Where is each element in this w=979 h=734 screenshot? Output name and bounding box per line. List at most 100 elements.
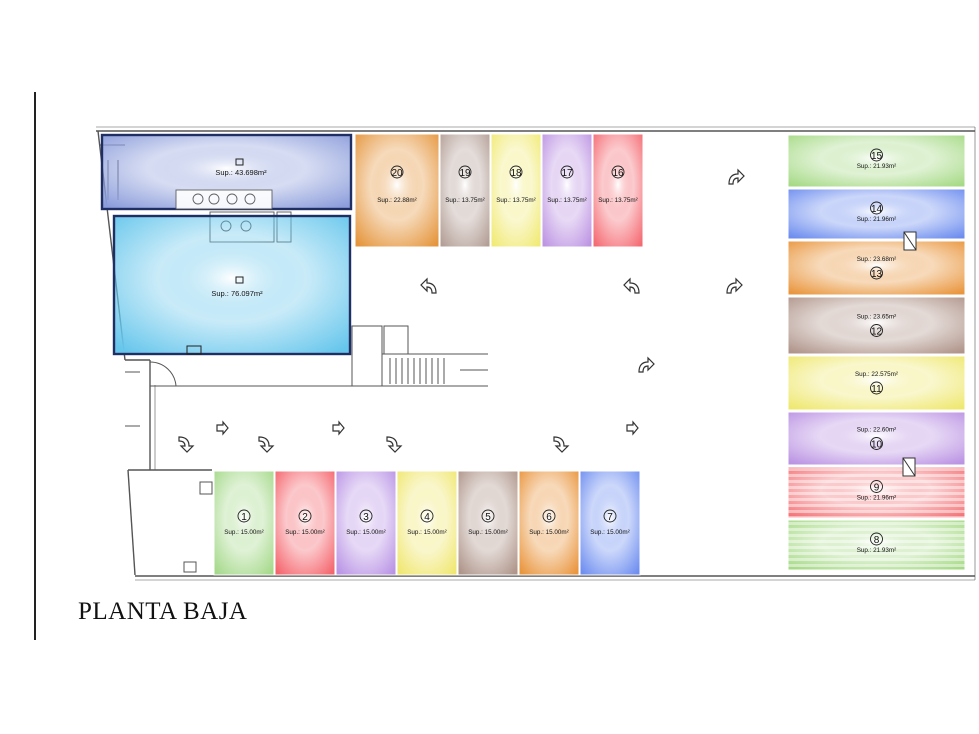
space-number-circle: [509, 165, 523, 179]
space-number: 6: [546, 512, 552, 523]
space-number: 12: [871, 327, 883, 338]
parking-space-area: [354, 133, 440, 248]
room-office-area: Sup.: 43.698m²: [215, 168, 267, 177]
stair-core: [149, 325, 488, 387]
space-number-circle: [870, 324, 883, 337]
direction-arrow-icon: [178, 436, 195, 453]
space-number: 16: [612, 168, 624, 179]
space-number: 7: [607, 512, 613, 523]
space-number-circle: [870, 201, 883, 215]
space-number-circle: [542, 509, 556, 523]
space-area-label: Sup.: 15.00m²: [529, 529, 569, 536]
space-number-circle: [611, 165, 625, 179]
parking-space-area: [787, 296, 966, 355]
space-number: 14: [871, 204, 883, 215]
space-number-circle: [237, 509, 251, 523]
direction-arrow-icon: [623, 277, 640, 294]
space-number-circle: [870, 266, 883, 280]
space-area-label: Sup.: 15.00m²: [590, 529, 630, 536]
space-area-label: Sup.: 21.96m²: [857, 216, 897, 223]
parking-space-11[interactable]: 11 Sup.: 22.575m²: [787, 355, 966, 411]
direction-arrow-icon: [553, 436, 570, 453]
space-number: 1: [241, 512, 247, 523]
space-area-label: Sup.: 15.00m²: [285, 529, 325, 536]
direction-arrow-icon: [420, 277, 437, 294]
space-area-label: Sup.: 22.88m²: [377, 197, 417, 204]
parking-space-area: [335, 470, 397, 576]
direction-arrow-icon: [258, 436, 275, 453]
space-area-label: Sup.: 13.75m²: [496, 197, 536, 204]
space-area-label: Sup.: 15.00m²: [407, 529, 447, 536]
direction-arrow-icon: [332, 420, 345, 436]
parking-space-13[interactable]: 13 Sup.: 23.68m²: [787, 240, 966, 296]
direction-arrow-icon: [216, 420, 229, 436]
direction-arrow-icon: [638, 356, 655, 373]
parking-space-area: [396, 470, 458, 576]
space-number-circle: [870, 532, 883, 546]
space-number-circle: [870, 437, 883, 450]
space-area-label: Sup.: 15.00m²: [468, 529, 508, 536]
space-area-label: Sup.: 13.75m²: [547, 197, 587, 204]
parking-space-area: [787, 411, 966, 466]
direction-arrow-icon: [626, 420, 639, 436]
space-number-circle: [870, 480, 883, 493]
space-number: 18: [510, 168, 522, 179]
direction-arrow-icon: [726, 277, 743, 294]
parking-space-area: [457, 470, 519, 576]
space-number: 3: [363, 512, 369, 523]
space-number: 17: [561, 168, 573, 179]
space-number: 13: [871, 269, 883, 280]
parking-space-area: [213, 470, 275, 576]
space-number: 4: [424, 512, 430, 523]
room-office[interactable]: Sup.: 43.698m²: [100, 133, 353, 211]
circulation-arrows: [178, 168, 745, 453]
space-area-label: Sup.: 21.93m²: [857, 547, 897, 554]
space-area-label: Sup.: 13.75m²: [445, 197, 485, 204]
space-number: 2: [302, 512, 308, 523]
space-area-label: Sup.: 23.65m²: [857, 314, 897, 321]
space-number: 11: [871, 384, 882, 395]
space-area-label: Sup.: 23.68m²: [857, 256, 897, 263]
space-number: 8: [874, 535, 880, 546]
space-area-label: Sup.: 22.575m²: [855, 371, 898, 378]
plan-title: PLANTA BAJA: [78, 598, 248, 625]
space-number: 20: [391, 168, 403, 179]
space-area-label: Sup.: 13.75m²: [598, 197, 638, 204]
parking-space-12[interactable]: 12 Sup.: 23.65m²: [787, 296, 966, 355]
space-number: 15: [871, 151, 883, 162]
space-area-label: Sup.: 22.60m²: [857, 427, 897, 434]
space-area-label: Sup.: 15.00m²: [224, 529, 264, 536]
parking-space-area: [439, 133, 491, 248]
room-local[interactable]: Sup.: 76.097m²: [112, 214, 352, 356]
parking-space-area: [541, 133, 593, 248]
parking-space-area: [579, 470, 641, 576]
space-number-circle: [359, 509, 373, 523]
parking-space-area: [490, 133, 542, 248]
space-number: 19: [459, 168, 471, 179]
direction-arrow-icon: [728, 168, 745, 185]
parking-space-area: [787, 240, 966, 296]
direction-arrow-icon: [386, 436, 403, 453]
space-area-label: Sup.: 21.96m²: [857, 495, 897, 502]
space-number-circle: [390, 165, 404, 179]
